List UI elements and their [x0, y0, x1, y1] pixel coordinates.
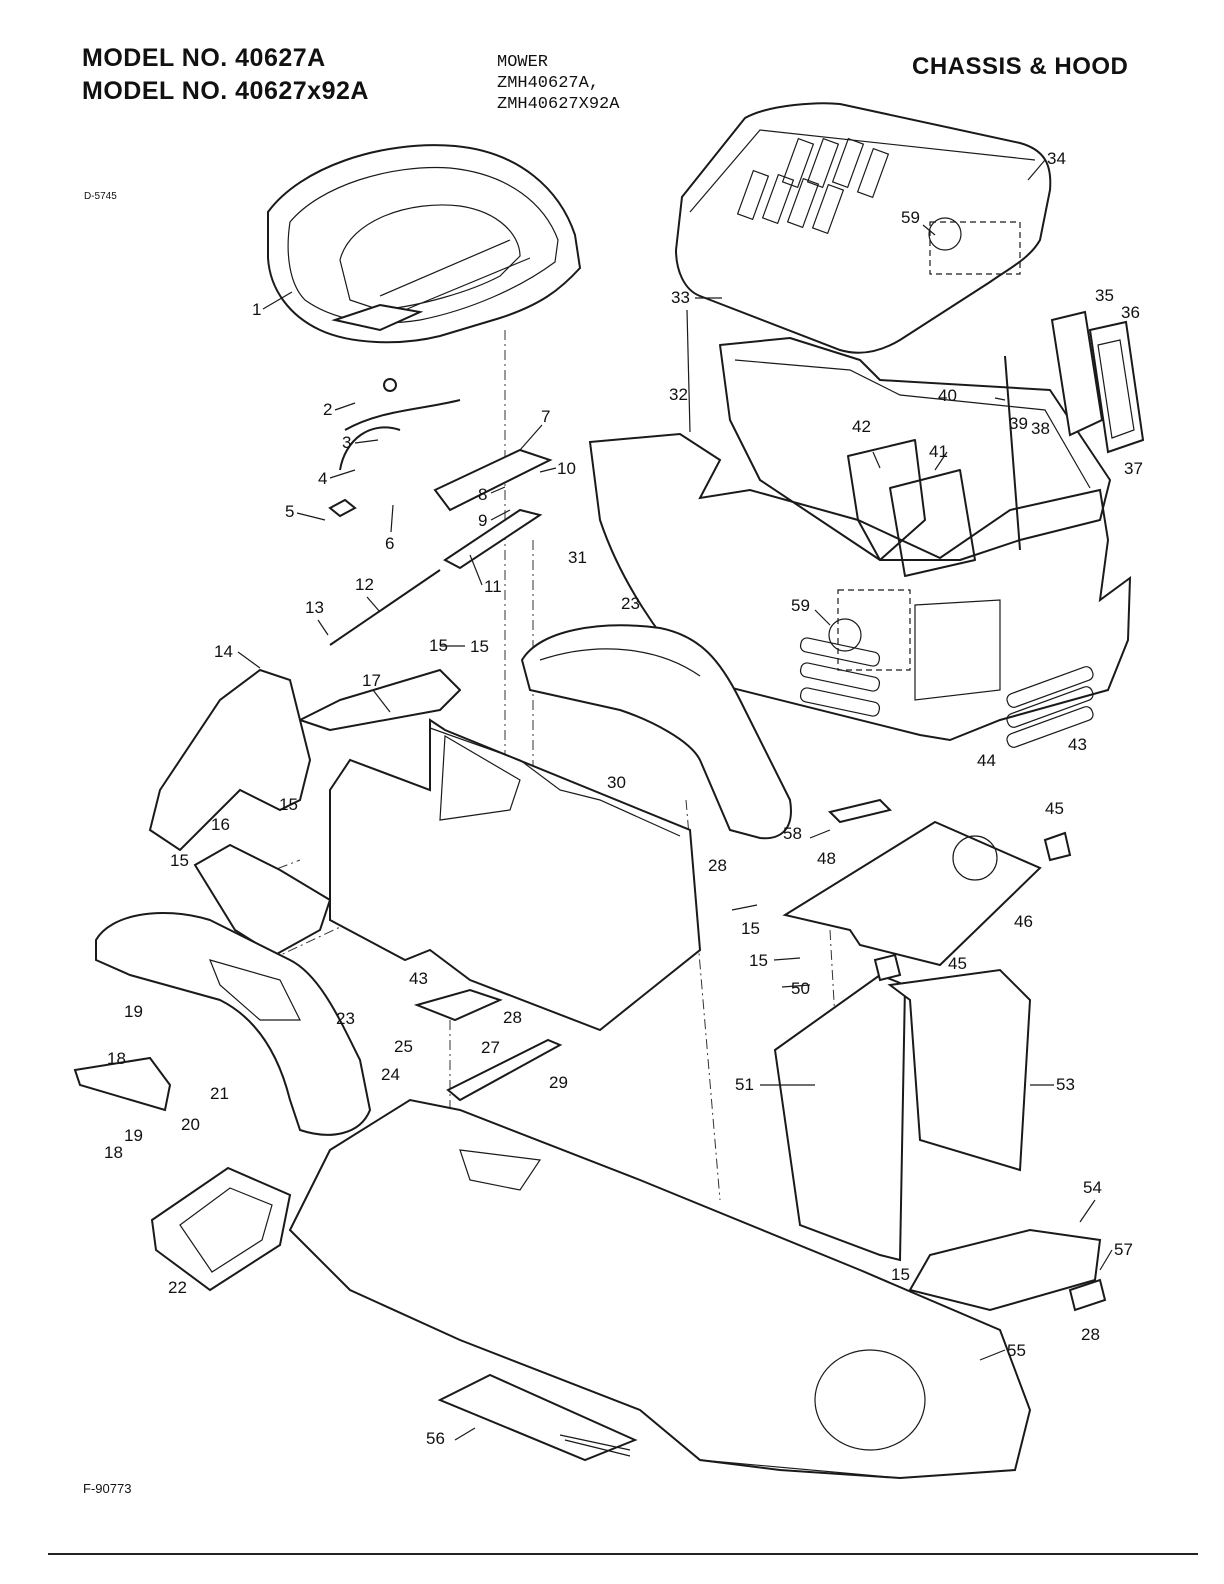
- model-number-2: MODEL NO. 40627x92A: [82, 77, 369, 105]
- callout: 15: [279, 795, 298, 814]
- callout: 17: [362, 671, 381, 690]
- callout: 54: [1083, 1178, 1102, 1197]
- control-panel: [773, 968, 1032, 1262]
- hood-rod: [1004, 355, 1021, 551]
- chassis-frame: [288, 1098, 1032, 1480]
- callout: 41: [929, 442, 948, 461]
- callout: 29: [549, 1073, 568, 1092]
- callout: 56: [426, 1429, 445, 1448]
- callout: 22: [168, 1278, 187, 1297]
- fender-right: [520, 624, 792, 840]
- callout: 23: [621, 594, 640, 613]
- callout: 7: [541, 407, 550, 426]
- callout: 13: [305, 598, 324, 617]
- callout: 19: [124, 1126, 143, 1145]
- callout: 43: [409, 969, 428, 988]
- callout: 44: [977, 751, 996, 770]
- mower-label: MOWER: [497, 53, 549, 72]
- callout: 33: [671, 288, 690, 307]
- hood-top: [674, 102, 1052, 354]
- callout: 14: [214, 642, 233, 661]
- callout: 15: [741, 919, 760, 938]
- callout: 12: [355, 575, 374, 594]
- mower-model-2: ZMH40627X92A: [497, 95, 620, 114]
- callout: 45: [948, 954, 967, 973]
- callout: 28: [1081, 1325, 1100, 1344]
- callout: 28: [708, 856, 727, 875]
- small-hardware: [328, 303, 1107, 1312]
- callout: 43: [1068, 735, 1087, 754]
- callout: 37: [1124, 459, 1143, 478]
- callout: 18: [104, 1143, 123, 1162]
- callout: 15: [891, 1265, 910, 1284]
- callout: 59: [791, 596, 810, 615]
- side-grille: [1050, 310, 1145, 454]
- callout: 24: [381, 1065, 400, 1084]
- fender-left: [95, 843, 372, 1136]
- callout: 46: [1014, 912, 1033, 931]
- callout: 15: [470, 637, 489, 656]
- figure-id: F-90773: [83, 1481, 132, 1496]
- callout: 2: [323, 400, 332, 419]
- frame-plate: [437, 1373, 638, 1462]
- battery-plate: [73, 1056, 172, 1112]
- callout: 9: [478, 511, 487, 530]
- callout: 16: [211, 815, 230, 834]
- callout: 59: [901, 208, 920, 227]
- callout: 25: [394, 1037, 413, 1056]
- callout: 8: [478, 485, 487, 504]
- bottom-rule: [48, 1553, 1198, 1555]
- callout: 21: [210, 1084, 229, 1103]
- callout: 30: [607, 773, 626, 792]
- center-panel: [299, 669, 702, 1032]
- diagram-id: D-5745: [84, 191, 117, 202]
- callout: 58: [783, 824, 802, 843]
- callout: 23: [336, 1009, 355, 1028]
- callout: 51: [735, 1075, 754, 1094]
- seat: [267, 144, 582, 344]
- callout: 28: [503, 1008, 522, 1027]
- callout: 18: [107, 1049, 126, 1068]
- callout: 20: [181, 1115, 200, 1134]
- callout: 3: [342, 433, 351, 452]
- callout: 48: [817, 849, 836, 868]
- callout: 36: [1121, 303, 1140, 322]
- callout: 27: [481, 1038, 500, 1057]
- callout: 10: [557, 459, 576, 478]
- callout: 15: [429, 636, 448, 655]
- callout: 55: [1007, 1341, 1026, 1360]
- callout: 15: [749, 951, 768, 970]
- callout-labels: 1 2 3 4 5 6 7 8 9 10 11 12 13 14 15 15 1…: [104, 149, 1143, 1448]
- dash-panel: [782, 820, 1042, 967]
- callout: 57: [1114, 1240, 1133, 1259]
- callout: 1: [252, 300, 261, 319]
- callout-leaders: [237, 159, 1113, 1441]
- callout: 19: [124, 1002, 143, 1021]
- rear-bracket: [908, 1228, 1102, 1312]
- callout: 6: [385, 534, 394, 553]
- callout: 4: [318, 469, 327, 488]
- callout: 35: [1095, 286, 1114, 305]
- callout: 53: [1056, 1075, 1075, 1094]
- callout: 31: [568, 548, 587, 567]
- callout: 34: [1047, 149, 1066, 168]
- callout: 38: [1031, 419, 1050, 438]
- callout: 39: [1009, 414, 1028, 433]
- callout: 32: [669, 385, 688, 404]
- callout: 15: [170, 851, 189, 870]
- model-number-1: MODEL NO. 40627A: [82, 44, 326, 72]
- callout: 40: [938, 386, 957, 405]
- section-title: CHASSIS & HOOD: [912, 53, 1129, 80]
- side-panel: [148, 668, 312, 852]
- callout: 11: [484, 577, 502, 596]
- battery-tray: [150, 1166, 292, 1292]
- callout: 50: [791, 979, 810, 998]
- mower-model-1: ZMH40627A,: [497, 74, 600, 93]
- callout: 5: [285, 502, 294, 521]
- callout: 45: [1045, 799, 1064, 818]
- callout: 42: [852, 417, 871, 436]
